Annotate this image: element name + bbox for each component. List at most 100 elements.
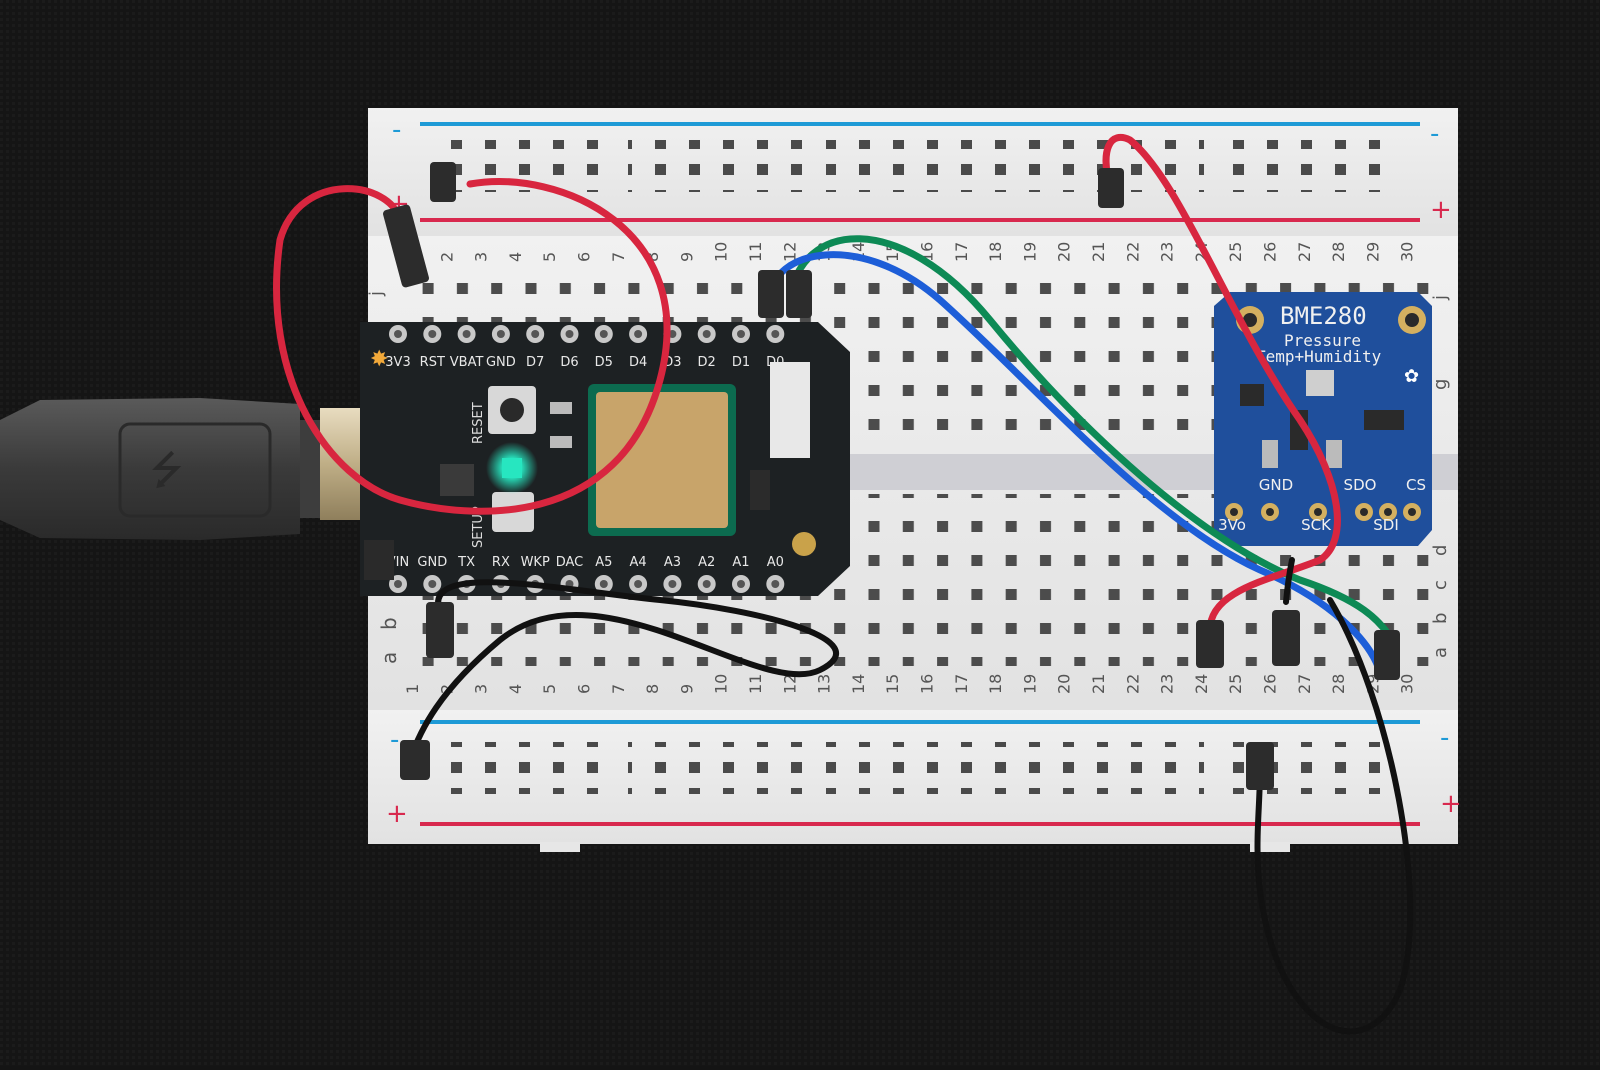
bottom-pin-label-a4: A4 — [630, 555, 647, 570]
top-pin-label-d2: D2 — [698, 355, 716, 370]
jumper-end-11 — [1246, 742, 1274, 790]
column-number-bottom-21: 21 — [1089, 674, 1108, 694]
column-number-top-28: 28 — [1329, 242, 1348, 262]
bottom-rail-red-line — [420, 822, 1420, 826]
bottom-pin-label-a0: A0 — [767, 555, 784, 570]
column-number-top-6: 6 — [575, 252, 594, 262]
bottom-rail-blue-line — [420, 720, 1420, 724]
bottom-pin-label-dac: DAC — [556, 555, 584, 570]
column-number-top-30: 30 — [1398, 242, 1417, 262]
column-number-bottom-27: 27 — [1295, 674, 1314, 694]
bottom-pin-label-rx: RX — [492, 555, 510, 570]
column-number-top-23: 23 — [1158, 242, 1177, 262]
adafruit-star-icon: ✿ — [1404, 366, 1419, 387]
bottom-pin-label-wkp: WKP — [521, 555, 550, 570]
column-number-bottom-19: 19 — [1020, 674, 1039, 694]
column-number-top-18: 18 — [986, 242, 1005, 262]
black-jumper-wire-left — [407, 579, 839, 763]
column-number-bottom-10: 10 — [712, 674, 731, 694]
jumper-end-6 — [426, 602, 454, 658]
red-jumper-wire-loop — [273, 178, 671, 515]
red-jumper-wire-sensor — [1102, 133, 1341, 634]
bottom-right-minus: - — [1440, 723, 1449, 753]
green-jumper-wire — [786, 235, 1396, 644]
bottom-left-plus: + — [386, 799, 408, 829]
onboard-antenna — [770, 362, 810, 458]
black-jumper-wire-right — [1254, 597, 1414, 1035]
blue-jumper-wire — [766, 251, 1384, 676]
top-pin-label-vbat: VBAT — [450, 355, 484, 370]
top-pin-label-d6: D6 — [560, 355, 578, 370]
black-jumper-wire-stub — [1283, 557, 1295, 605]
column-number-bottom-11: 11 — [746, 674, 765, 694]
column-number-bottom-12: 12 — [780, 674, 799, 694]
jumper-end-3 — [758, 270, 784, 318]
bottom-pin-label-a3: A3 — [664, 555, 681, 570]
bottom-pin-label-a1: A1 — [732, 555, 749, 570]
top-pin-label-d7: D7 — [526, 355, 544, 370]
row-letter-a-left: a — [377, 652, 401, 664]
bme280-chip — [1306, 370, 1334, 396]
column-number-top-11: 11 — [746, 242, 765, 262]
column-number-top-7: 7 — [609, 252, 628, 262]
column-number-bottom-1: 1 — [403, 684, 422, 694]
column-number-top-22: 22 — [1123, 242, 1142, 262]
column-number-top-20: 20 — [1055, 242, 1074, 262]
column-number-bottom-15: 15 — [883, 674, 902, 694]
jumper-wires — [273, 133, 1414, 1035]
column-number-top-10: 10 — [712, 242, 731, 262]
row-letter-c-right: c — [1430, 580, 1451, 590]
sensor-pin-label-sdi: SDI — [1373, 516, 1399, 534]
sensor-pin-label-gnd: GND — [1259, 476, 1293, 494]
column-number-top-27: 27 — [1295, 242, 1314, 262]
jumper-end-1 — [430, 162, 456, 202]
column-number-top-25: 25 — [1226, 242, 1245, 262]
column-number-bottom-8: 8 — [643, 684, 662, 694]
column-number-bottom-3: 3 — [472, 684, 491, 694]
top-pin-label-d5: D5 — [595, 355, 613, 370]
top-left-minus: - — [392, 115, 401, 145]
column-number-bottom-18: 18 — [986, 674, 1005, 694]
row-letter-j-left: j — [366, 291, 387, 297]
column-number-top-21: 21 — [1089, 242, 1108, 262]
sensor-subtitle-1: Pressure — [1284, 331, 1361, 350]
sensor-pin-label-sck: SCK — [1301, 516, 1332, 534]
sensor-subtitle-2: Temp+Humidity — [1256, 347, 1382, 366]
jumper-end-9 — [1272, 610, 1300, 666]
column-number-bottom-22: 22 — [1123, 674, 1142, 694]
jumper-end-8 — [1196, 620, 1224, 668]
column-number-bottom-28: 28 — [1329, 674, 1348, 694]
jumper-end-10 — [1374, 630, 1400, 680]
column-number-bottom-24: 24 — [1192, 674, 1211, 694]
column-number-top-17: 17 — [952, 242, 971, 262]
usb-cable: ⭍ — [0, 398, 420, 540]
column-number-top-5: 5 — [540, 252, 559, 262]
row-letter-g-right: g — [1430, 379, 1451, 390]
column-number-top-29: 29 — [1363, 242, 1382, 262]
top-right-minus: - — [1430, 119, 1439, 149]
column-number-bottom-20: 20 — [1055, 674, 1074, 694]
column-number-bottom-7: 7 — [609, 684, 628, 694]
jumper-end-4 — [786, 270, 812, 318]
column-number-bottom-25: 25 — [1226, 674, 1245, 694]
column-number-bottom-5: 5 — [540, 684, 559, 694]
particle-logo-icon: ✸ — [370, 347, 388, 372]
top-pin-label-gnd: GND — [486, 355, 516, 370]
reset-label: RESET — [471, 402, 486, 444]
column-number-top-26: 26 — [1261, 242, 1280, 262]
bottom-pin-label-gnd: GND — [417, 555, 447, 570]
row-letter-j-right: j — [1430, 295, 1451, 301]
jumper-end-7 — [400, 740, 430, 780]
column-number-top-3: 3 — [472, 252, 491, 262]
column-number-top-19: 19 — [1020, 242, 1039, 262]
top-pin-label-d4: D4 — [629, 355, 647, 370]
usb-symbol-icon: ⭍ — [150, 448, 183, 494]
row-letter-a-right: a — [1430, 647, 1451, 658]
jumper-end-5 — [1098, 168, 1124, 208]
column-number-bottom-17: 17 — [952, 674, 971, 694]
